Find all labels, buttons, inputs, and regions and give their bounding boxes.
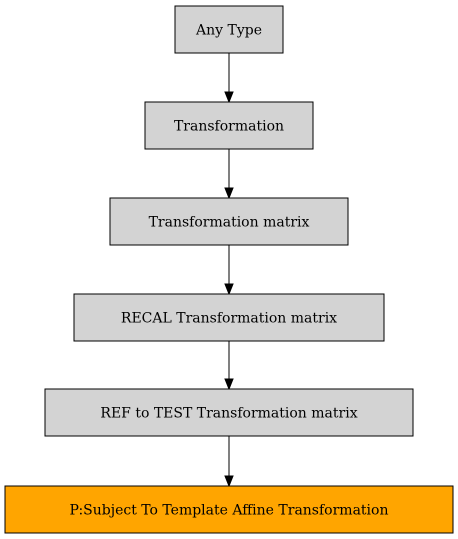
edge-transformation-matrix-to-recal-transformation-matrix: [224, 245, 234, 296]
edge-any-type-to-transformation: [224, 53, 234, 104]
node-subject-to-template-affine: P:Subject To Template Affine Transformat…: [4, 485, 454, 534]
node-box: [4, 485, 454, 534]
arrowhead: [224, 91, 234, 104]
node-box: [44, 388, 414, 437]
arrowhead: [224, 187, 234, 200]
arrowhead: [224, 475, 234, 488]
node-label: Any Type: [195, 23, 262, 39]
node-any-type: Any Type: [174, 5, 284, 54]
node-recal-transformation-matrix: RECAL Transformation matrix: [73, 293, 385, 342]
node-label: REF to TEST Transformation matrix: [100, 406, 357, 422]
node-transformation-matrix: Transformation matrix: [109, 197, 349, 246]
node-label: P:Subject To Template Affine Transformat…: [70, 503, 389, 519]
node-ref-to-test-transformation-matrix: REF to TEST Transformation matrix: [44, 388, 414, 437]
arrowhead: [224, 283, 234, 296]
node-label: Transformation: [174, 119, 284, 135]
edges-layer: [224, 53, 234, 488]
node-box: [73, 293, 385, 342]
node-box: [109, 197, 349, 246]
edge-ref-to-test-transformation-matrix-to-subject-to-template-affine: [224, 436, 234, 488]
node-box: [174, 5, 284, 54]
node-label: RECAL Transformation matrix: [121, 311, 337, 327]
edge-transformation-to-transformation-matrix: [224, 149, 234, 200]
arrowhead: [224, 378, 234, 391]
node-transformation: Transformation: [144, 101, 314, 150]
edge-recal-transformation-matrix-to-ref-to-test-transformation-matrix: [224, 341, 234, 391]
node-box: [144, 101, 314, 150]
node-label: Transformation matrix: [149, 215, 310, 231]
